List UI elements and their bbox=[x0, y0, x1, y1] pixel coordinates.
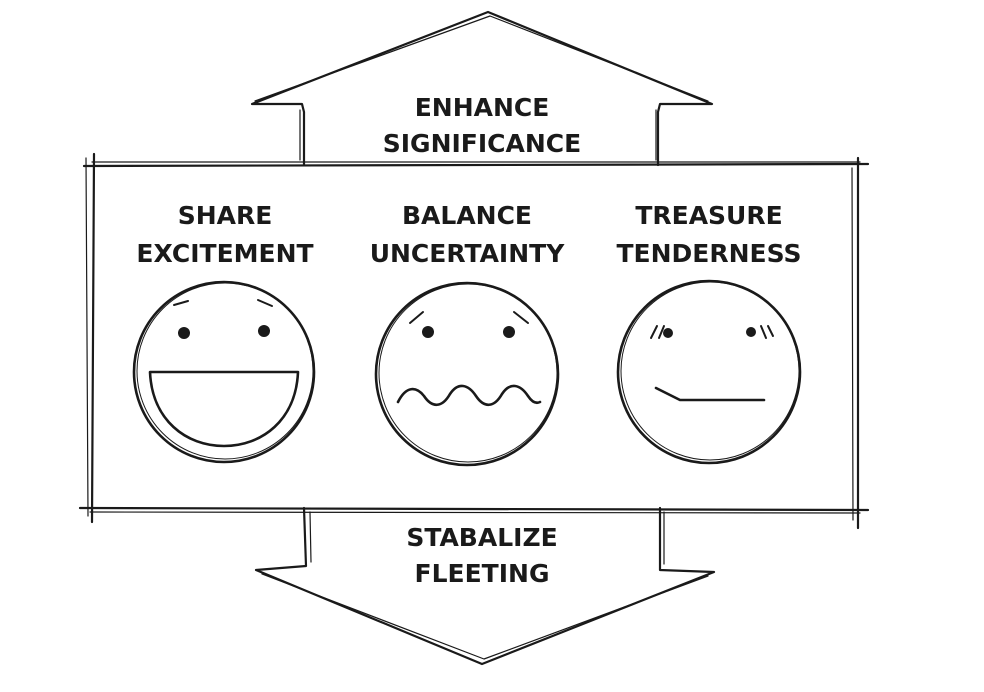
laughing-face-icon bbox=[132, 280, 316, 464]
emotions-box bbox=[78, 152, 870, 530]
smirking-face-icon bbox=[616, 279, 802, 465]
arrow-label-line1: ENHANCE bbox=[415, 93, 550, 122]
column-title-line2: UNCERTAINTY bbox=[370, 239, 566, 268]
anxious-face-icon bbox=[374, 281, 560, 467]
arrow-label-line1: STABALIZE bbox=[406, 523, 557, 552]
column-title-line2: EXCITEMENT bbox=[136, 239, 313, 268]
column-treasure-tenderness: TREASURE TENDERNESS bbox=[616, 201, 802, 465]
column-share-excitement: SHARE EXCITEMENT bbox=[132, 201, 316, 464]
column-balance-uncertainty: BALANCE UNCERTAINTY bbox=[370, 201, 566, 467]
enhance-significance-arrow: ENHANCE SIGNIFICANCE bbox=[250, 10, 714, 167]
column-title-line2: TENDERNESS bbox=[616, 239, 801, 268]
arrow-label-line2: SIGNIFICANCE bbox=[383, 129, 581, 158]
stabalize-fleeting-arrow: STABALIZE FLEETING bbox=[254, 506, 716, 666]
column-title-line1: BALANCE bbox=[402, 201, 532, 230]
column-title-line1: TREASURE bbox=[635, 201, 782, 230]
column-title-line1: SHARE bbox=[178, 201, 273, 230]
arrow-label-line2: FLEETING bbox=[415, 559, 550, 588]
